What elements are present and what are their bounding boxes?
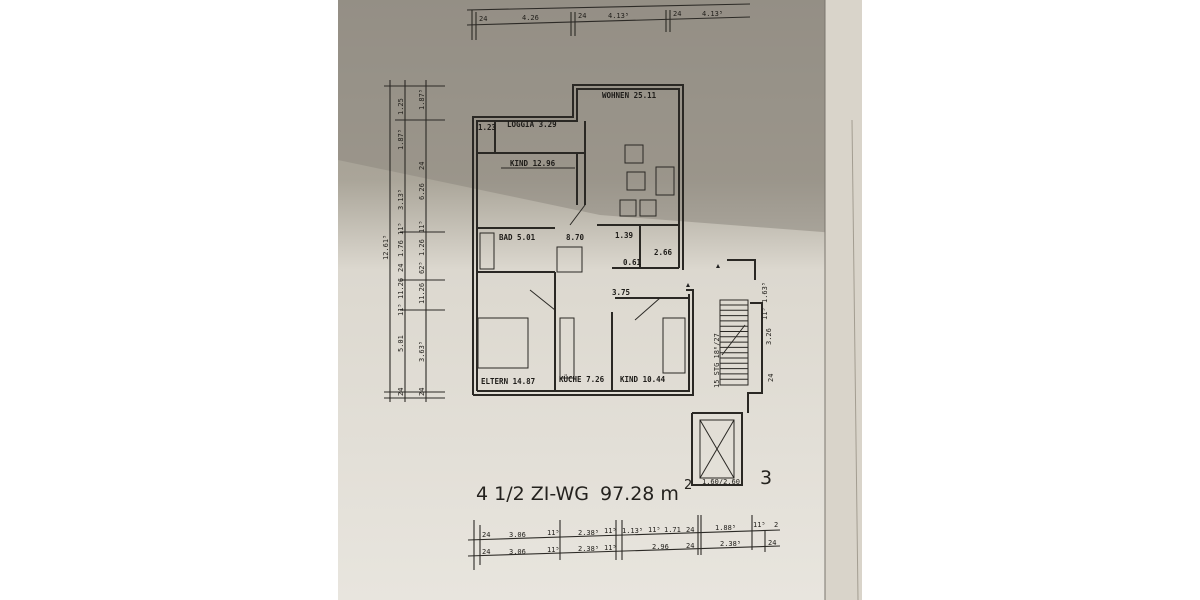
dimension-label: 2: [774, 521, 778, 529]
stairwell: 1.60/2.60 15 STG 18⁶/27 1.63⁵ 11⁵ 3.26 2…: [686, 259, 775, 486]
dimension-label: 1.87⁵: [397, 129, 405, 150]
dimension-label: 1.76: [397, 240, 405, 257]
room-kind-1: KIND 12.96: [510, 159, 556, 168]
shadow: [338, 0, 862, 235]
dimension-label: 12.61⁵: [382, 235, 390, 260]
walls: [472, 84, 694, 396]
elevator-label: 1.60/2.60: [702, 478, 740, 486]
sheet-edge: [851, 119, 859, 600]
room-hall: 8.70: [566, 233, 585, 242]
dimension-label: 24: [397, 388, 405, 396]
dimension-label: 2.38⁵: [720, 540, 741, 548]
dimension-label: 24: [482, 548, 490, 556]
dimension-label: 11⁵: [761, 307, 769, 320]
dimension-label: 11⁵: [397, 222, 405, 235]
dimension-label: 62⁵: [418, 261, 426, 274]
dimension-label: 11⁵: [604, 544, 617, 552]
room-shower: 2.66: [654, 248, 673, 257]
dimension-label: 3.06: [509, 548, 526, 556]
background-sheet: [825, 0, 862, 600]
dimension-label: 4.26: [522, 14, 539, 22]
room-kind-2: KIND 10.44: [620, 375, 666, 384]
dimension-label: 11⁵: [753, 521, 766, 529]
dimension-label: 24: [768, 539, 776, 547]
room-storage: 1.23: [478, 123, 497, 132]
room-wc: 1.39: [615, 231, 634, 240]
dimension-label: 24: [418, 162, 426, 170]
dimension-label: 1.88⁵: [715, 524, 736, 532]
room-bad: BAD 5.01: [499, 233, 536, 242]
dimension-label: 5.01: [397, 335, 405, 352]
room-wohnen: WOHNEN 25.11: [602, 91, 657, 100]
unit-area: 97.28 m: [600, 483, 679, 505]
dimension-label: 11⁵: [648, 526, 661, 534]
room-kueche: KÜCHE 7.26: [559, 375, 605, 384]
arrow-icon: [716, 264, 720, 268]
dimension-label: 1.71: [664, 526, 681, 534]
unit-type: 4 1/2 ZI-WG: [476, 483, 589, 505]
dimension-label: 1.13⁵: [622, 527, 643, 535]
dimension-label: 24: [418, 388, 426, 396]
bottom-dimension-chain: 24 3.06 11⁵ 2.38⁵ 11⁵ 1.13⁵ 11⁵ 1.71 24 …: [467, 515, 781, 570]
dimension-label: 11⁵: [397, 303, 405, 316]
dimension-label: 3.13⁵: [397, 189, 405, 210]
dimension-label: 11⁵: [547, 529, 560, 537]
dimension-label: 3.06: [509, 531, 526, 539]
arrow-icon: [686, 283, 690, 287]
dimension-label: 2.96: [652, 543, 669, 551]
dimension-label: 24: [686, 542, 694, 550]
dimension-label: 24: [578, 12, 586, 20]
dimension-label: 1.87⁵: [418, 89, 426, 110]
dimension-label: 24: [686, 526, 694, 534]
dimension-label: 24: [479, 15, 487, 23]
room-corridor: 3.75: [612, 288, 630, 297]
dimension-label: 1.26: [418, 239, 426, 256]
dimension-label: 3.26: [765, 328, 773, 345]
room-labels: WOHNEN 25.11 LOGGIA 3.29 1.23 KIND 12.96…: [478, 91, 673, 386]
top-dimension-chain: 24 4.26 24 4.13⁵ 24 4.13⁵: [466, 3, 751, 40]
dimension-label: 3.63⁵: [418, 341, 426, 362]
dimension-label: 4.13⁵: [608, 12, 629, 20]
dimension-label: 2.38⁵: [578, 529, 599, 537]
dimension-label: 11⁵: [604, 527, 617, 535]
dimension-label: 24: [673, 10, 681, 18]
area-exponent: 2: [684, 478, 692, 493]
dimension-label: 1.63⁵: [761, 282, 769, 303]
dimension-label: 2.38⁵: [578, 545, 599, 553]
room-eltern: ELTERN 14.87: [481, 377, 535, 386]
room-loggia: LOGGIA 3.29: [507, 120, 557, 129]
dimension-label: 11.26: [418, 283, 426, 304]
room-closet: 0.61: [623, 258, 642, 267]
dimension-label: 24: [482, 531, 490, 539]
stairs-label: 15 STG 18⁶/27: [713, 333, 721, 388]
dimension-label: 24: [397, 264, 405, 272]
left-dimension-chain: 12.61⁵ 1.25 1.87⁵ 3.13⁵ 11⁵ 1.76 24 11.2…: [382, 80, 445, 402]
dimension-label: 11⁵: [547, 546, 560, 554]
dimension-label: 11.26: [397, 278, 405, 299]
dimension-label: 6.26: [418, 183, 426, 200]
dimension-label: 1.25: [397, 98, 405, 115]
dimension-label: 24: [767, 374, 775, 382]
dimension-label: 4.13⁵: [702, 10, 723, 18]
sheet-number: 3: [760, 467, 772, 489]
dimension-label: 11⁵: [418, 220, 426, 233]
